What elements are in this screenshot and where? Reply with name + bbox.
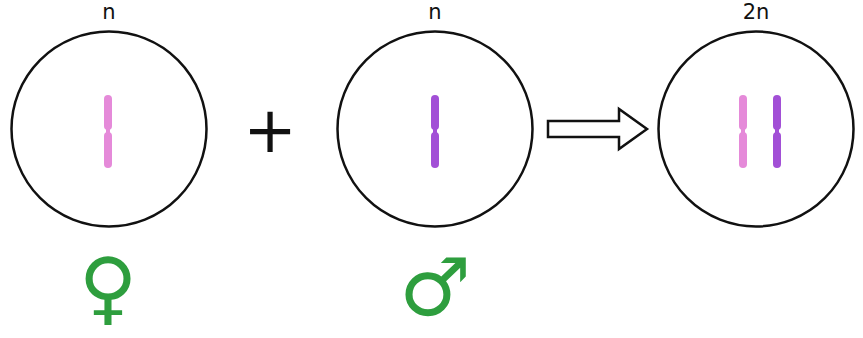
cell-circle: 2n (657, 30, 855, 228)
female-symbol: ♀ (79, 248, 138, 328)
paternal-chromosome (431, 95, 439, 168)
process-arrow (548, 109, 647, 149)
cell-outline (10, 30, 208, 228)
maternal-chromosome (739, 95, 747, 168)
cell-outline (657, 30, 855, 228)
paternal-chromosome (773, 95, 781, 168)
male-symbol: ♂ (399, 248, 471, 328)
cell-membrane (12, 32, 207, 227)
ploidy-label: n (336, 2, 534, 23)
plus-sign: + (243, 98, 297, 162)
cell-circle: n (336, 30, 534, 228)
cell-circle: n (10, 30, 208, 228)
cell-membrane (659, 32, 854, 227)
cell-membrane (338, 32, 533, 227)
cell-outline (336, 30, 534, 228)
maternal-chromosome (104, 95, 112, 168)
ploidy-label: 2n (657, 2, 855, 23)
ploidy-label: n (10, 2, 208, 23)
